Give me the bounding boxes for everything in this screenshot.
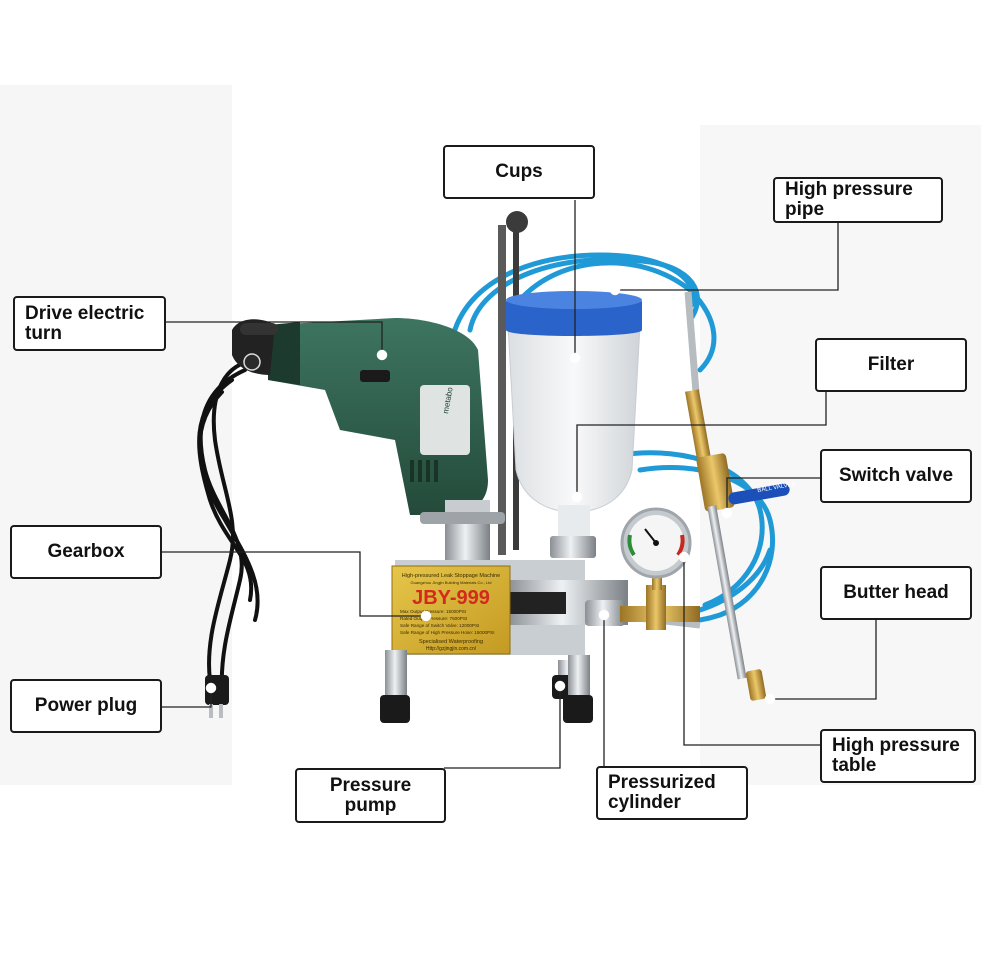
label-drive-electric-turn: Drive electric turn [13,296,166,351]
plate-footer: Specialised Waterproofing [419,639,483,645]
plate-model: JBY-999 [412,587,490,609]
plate-maker: Guangzhou Jingjin Building Materials Co.… [411,580,492,585]
plate-spec-row: Safe Range of Switch Valve: 12000PSI [400,623,479,628]
leader-markers [205,284,776,705]
pump-legs [380,650,593,723]
plate-footer: Http://gzjingjin.com.cn/ [426,646,477,652]
label-butter-head: Butter head [820,566,972,620]
plate-spec-row: Max Output Pressure: 15000PSI [400,609,466,614]
label-cups: Cups [443,145,595,199]
label-gearbox: Gearbox [10,525,162,579]
leader-lines [161,200,877,770]
machine-plate: High-pressured Leak Stoppage Machine Gua… [391,565,511,655]
label-pressurized-cylinder: Pressurized cylinder [596,766,748,820]
electric-drill: metabo [232,318,505,563]
plate-spec-row: Safe Range of High Pressure Hose: 15000P… [400,630,494,635]
material-cup [506,291,642,558]
label-switch-valve: Switch valve [820,449,972,503]
label-filter: Filter [815,338,967,392]
label-pressure-pump: Pressure pump [295,768,446,823]
plate-heading: High-pressured Leak Stoppage Machine [402,573,500,579]
plate-spec-row: Rated Output Pressure: 7500PSI [400,616,467,621]
label-high-pressure-pipe: High pressure pipe [773,177,943,223]
gauge-assembly [620,507,700,630]
power-cord [197,358,264,692]
label-power-plug: Power plug [10,679,162,733]
lance-assembly: BALL VALVES [685,389,796,701]
background-panel [0,85,232,785]
label-high-pressure-table: High pressure table [820,729,976,783]
